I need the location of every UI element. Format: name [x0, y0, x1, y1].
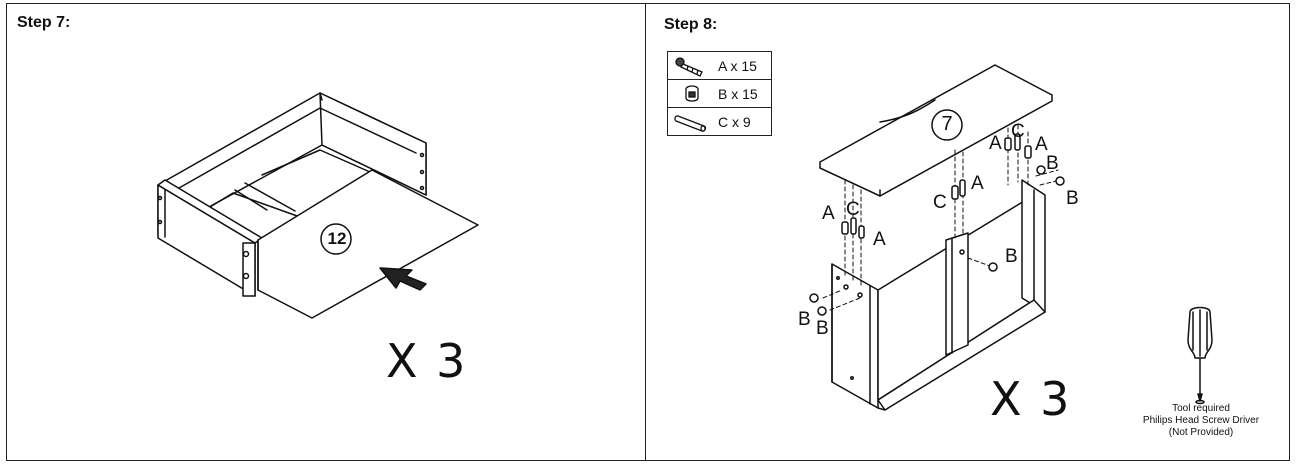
- parts-list: A x 15 B x 15 C x 9: [667, 51, 772, 136]
- cam-lock-icon: [685, 85, 699, 102]
- part-row-b: B x 15: [668, 80, 771, 108]
- callout-a-left: A: [822, 203, 835, 224]
- tool-line-3: (Not Provided): [1168, 427, 1234, 438]
- step-8-multiplier: X 3: [990, 372, 1072, 426]
- callout-b-left-1: B: [798, 309, 811, 330]
- cam-bolt-icon: [675, 57, 703, 77]
- callout-c-left: C: [846, 199, 860, 220]
- callout-a-left-2: A: [873, 229, 886, 250]
- part-b-label: B x 15: [718, 85, 758, 102]
- step-divider: [645, 3, 646, 461]
- callout-b-right-2: B: [1066, 188, 1079, 209]
- drawer-box-drawing: [157, 92, 479, 319]
- part-row-a: A x 15: [668, 52, 771, 80]
- callout-c-mid: C: [933, 192, 947, 213]
- step-8-title: Step 8:: [664, 16, 718, 33]
- drawer-bottom-panel-number: 12: [327, 229, 347, 248]
- part-c-label: C x 9: [718, 113, 751, 130]
- tool-required-note: Tool required Philips Head Screw Driver …: [1126, 403, 1276, 439]
- cabinet-top-panel-number: 7: [941, 113, 953, 135]
- callout-a-right-1: A: [989, 133, 1002, 154]
- tool-line-1: Tool required: [1172, 403, 1230, 414]
- step-7-multiplier: X 3: [386, 334, 468, 388]
- cabinet-drawing: [809, 64, 1065, 411]
- part-a-label: A x 15: [718, 57, 757, 74]
- callout-a-mid: A: [971, 173, 984, 194]
- callout-c-right: C: [1011, 121, 1025, 142]
- callout-a-right-2: A: [1035, 134, 1048, 155]
- callout-b-mid: B: [1005, 246, 1018, 267]
- callout-b-left-2: B: [816, 318, 829, 339]
- instruction-sheet-frame: [6, 3, 1290, 461]
- screwdriver-drawing: [1187, 306, 1213, 405]
- part-row-c: C x 9: [668, 108, 771, 135]
- callout-b-right-1: B: [1046, 153, 1059, 174]
- step-7-title: Step 7:: [17, 14, 71, 31]
- wood-dowel-icon: [674, 115, 707, 132]
- tool-line-2: Philips Head Screw Driver: [1142, 415, 1260, 426]
